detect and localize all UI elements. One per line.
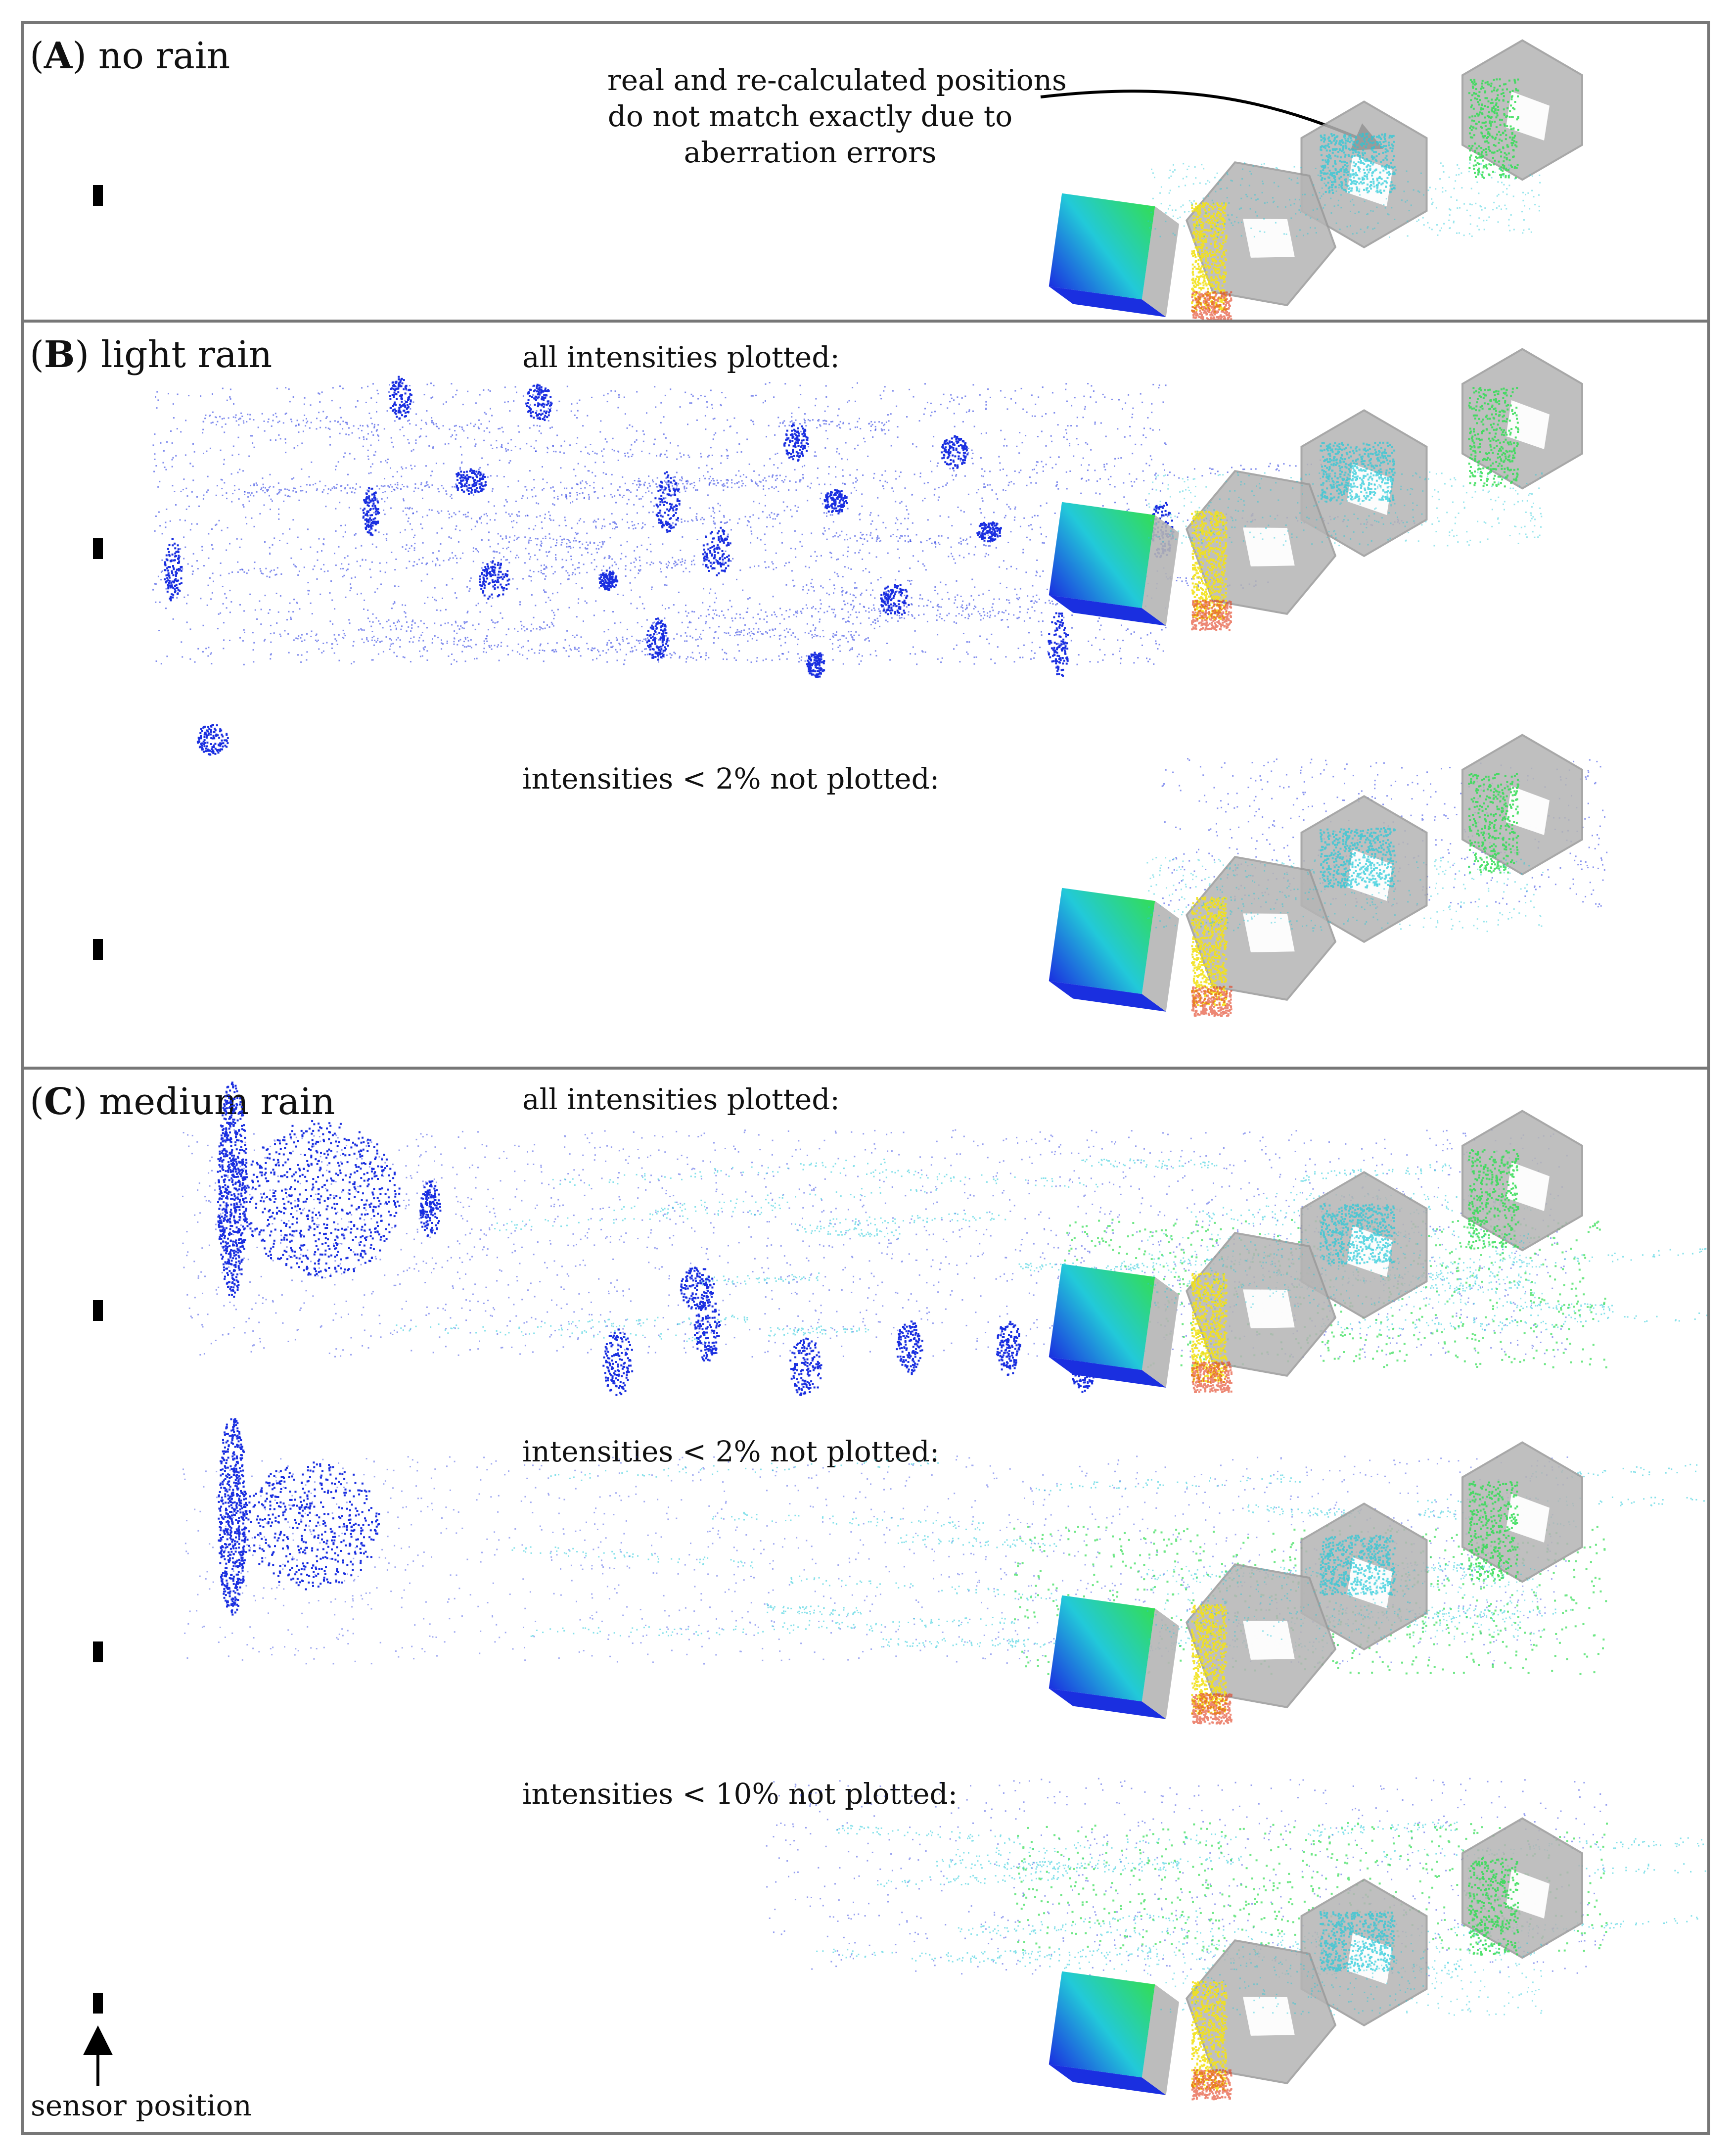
point-cloud-scene	[24, 323, 1707, 756]
point-cloud-scene	[24, 1070, 1707, 1406]
label-all-intensities: all intensities plotted:	[522, 1082, 840, 1116]
panel-c-medium-rain: (C) medium rain all intensities plotted:…	[21, 1067, 1710, 2135]
sensor-marker-icon	[93, 1300, 103, 1321]
sensor-marker-icon	[93, 185, 103, 206]
point-cloud-scene	[24, 1762, 1707, 2132]
panel-b-label: (B) light rain	[30, 333, 272, 376]
panel-b-light-rain: (B) light rain all intensities plotted: …	[21, 320, 1710, 1070]
sensor-marker-icon	[93, 538, 103, 559]
label-intensities-below-2: intensities < 2% not plotted:	[522, 762, 939, 796]
sensor-marker-icon	[93, 939, 103, 960]
panel-a-label: (A) no rain	[30, 35, 230, 77]
panel-c-label: (C) medium rain	[30, 1080, 335, 1123]
label-intensities-below-10: intensities < 10% not plotted:	[522, 1777, 958, 1811]
arrow-icon	[83, 2025, 113, 2086]
sensor-marker-icon	[93, 1641, 103, 1662]
panel-a-no-rain: (A) no rain real and re-calculated posit…	[21, 21, 1710, 323]
sensor-position-caption: sensor position	[31, 2089, 252, 2122]
point-cloud-scene	[24, 1416, 1707, 1757]
sensor-marker-icon	[93, 1993, 103, 2014]
point-cloud-scene	[24, 24, 1707, 320]
label-intensities-below-2: intensities < 2% not plotted:	[522, 1435, 939, 1468]
aberration-annotation: real and re-calculated positions do not …	[607, 62, 1067, 171]
label-all-intensities: all intensities plotted:	[522, 340, 840, 374]
point-cloud-scene	[24, 728, 1707, 1067]
